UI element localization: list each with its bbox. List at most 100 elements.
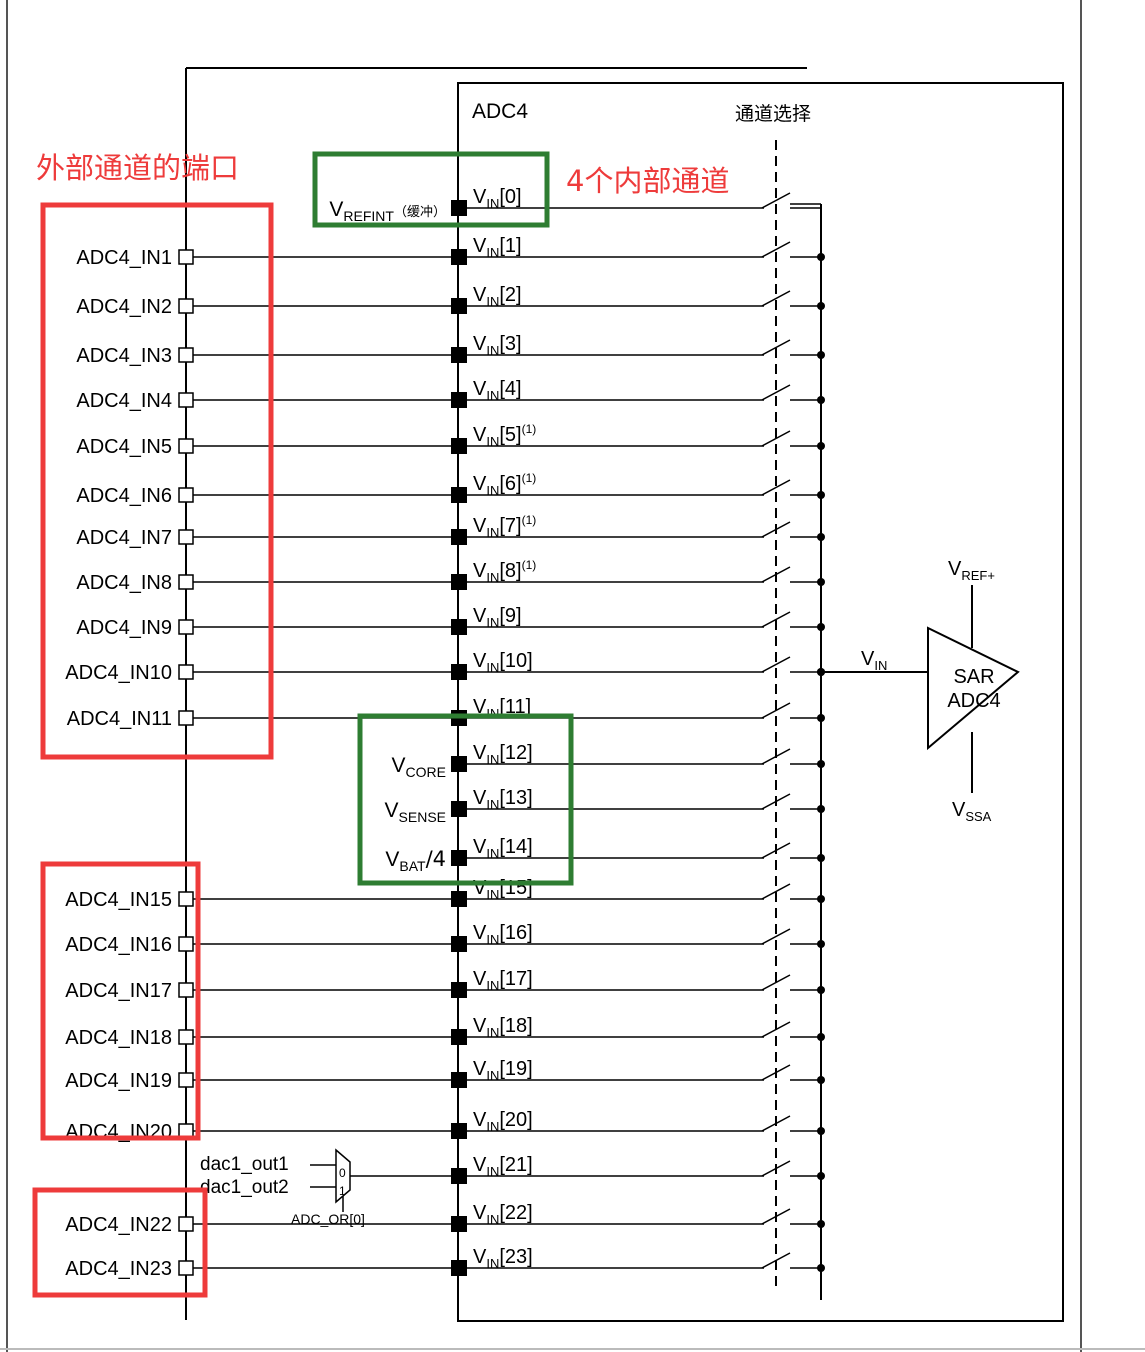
internal-channel-box-core-sense-bat [357, 713, 574, 886]
vin-base: V [473, 1202, 487, 1224]
vin-base: V [473, 284, 487, 306]
vin-index: [13] [499, 787, 532, 809]
pin-square [451, 850, 467, 866]
vin-base: V [473, 968, 487, 990]
vin-channel-label: VIN[22] [473, 1202, 533, 1227]
channel-switch [761, 611, 791, 628]
port-label: ADC4_IN5 [76, 436, 172, 458]
vin-base: V [473, 1246, 487, 1268]
vin-index: [7] [499, 515, 521, 537]
port-label: ADC4_IN16 [65, 934, 172, 956]
vin-sub: IN [486, 615, 499, 630]
vin-sub: IN [486, 1256, 499, 1271]
internal-base: V [329, 198, 343, 221]
internal-source-label: VCORE [392, 754, 446, 780]
port-square [178, 574, 194, 590]
internal-tail: （缓冲） [394, 205, 446, 220]
vin-index: [8] [499, 560, 521, 582]
channel-row-7: VIN[7](1) [451, 513, 825, 545]
vin-base: V [473, 836, 487, 858]
vin-index: [16] [499, 922, 532, 944]
internal-channels-annotation: 4个内部通道 [566, 164, 729, 198]
vin-channel-label: VIN[14] [473, 836, 533, 861]
channel-switch [761, 793, 791, 810]
pin-square [451, 1072, 467, 1088]
internal-channel-box-vrefint [312, 151, 550, 228]
vin-base: V [473, 877, 487, 899]
channel-row-1: VIN[1] [451, 235, 825, 265]
vin-sub: IN [486, 1212, 499, 1227]
channel-switch [761, 241, 791, 258]
port-square [178, 664, 194, 680]
vin-junction [817, 668, 825, 676]
vin-channel-label: VIN[4] [473, 378, 522, 403]
external-ports-annotation: 外部通道的端口 [36, 151, 239, 185]
external-port-23: ADC4_IN23 [65, 1258, 451, 1280]
bus-junction [817, 396, 825, 404]
external-port-5: ADC4_IN5 [76, 436, 451, 458]
channel-switch [761, 974, 791, 991]
sar-line-1: SAR [953, 666, 994, 688]
port-label: ADC4_IN11 [67, 708, 172, 730]
port-square [178, 891, 194, 907]
channel-row-18: VIN[18] [451, 1015, 825, 1045]
sar-adc: VIN SAR ADC4 VREF+ VSSA [817, 558, 1020, 824]
port-label: ADC4_IN7 [76, 527, 172, 549]
vin-channel-label: VIN[7](1) [473, 513, 536, 540]
vin-sub: IN [486, 932, 499, 947]
channel-switch [761, 384, 791, 401]
vin-sub: IN [486, 294, 499, 309]
bus-junction [817, 302, 825, 310]
vin-base: V [473, 333, 487, 355]
vin-base: V [473, 742, 487, 764]
bus-junction [817, 1033, 825, 1041]
channel-switch [761, 430, 791, 447]
channel-switch [761, 1115, 791, 1132]
sar-adc-shape [927, 626, 1020, 751]
vin-channel-label: VIN[18] [473, 1015, 533, 1040]
external-port-15: ADC4_IN15 [65, 889, 451, 911]
channel-row-20: VIN[20] [451, 1109, 825, 1139]
vin-base: V [473, 186, 487, 208]
bus-junction [817, 491, 825, 499]
bus-junction [817, 1076, 825, 1084]
bus-junction [817, 1264, 825, 1272]
vin-sub: IN [486, 752, 499, 767]
vin-index: [14] [499, 836, 532, 858]
external-ports-box-3 [32, 1187, 208, 1298]
pin-square [451, 891, 467, 907]
vin-channel-label: VIN[5](1) [473, 422, 536, 449]
port-square [178, 529, 194, 545]
port-square [178, 438, 194, 454]
port-square [178, 1072, 194, 1088]
channel-row-22: VIN[22] [451, 1202, 825, 1232]
vin-base: V [473, 560, 487, 582]
vin-channel-label: VIN[19] [473, 1058, 533, 1083]
channel-row-14: VIN[14] [451, 836, 825, 866]
vin-sub: IN [486, 1025, 499, 1040]
pin-square [451, 936, 467, 952]
channel-selector-label: 通道选择 [735, 103, 811, 125]
channel-row-16: VIN[16] [451, 922, 825, 952]
vin-base: V [473, 605, 487, 627]
port-label: ADC4_IN6 [76, 485, 172, 507]
vin-index: [2] [499, 284, 521, 306]
vin-index: [4] [499, 378, 521, 400]
port-square [178, 392, 194, 408]
port-square [178, 298, 194, 314]
vin-channel-label: VIN[20] [473, 1109, 533, 1134]
vin-sub: IN [486, 343, 499, 358]
port-square [178, 710, 194, 726]
external-port-9: ADC4_IN9 [76, 617, 451, 639]
internal-sub: SENSE [399, 809, 446, 825]
channel-switch [761, 1252, 791, 1269]
external-port-22: ADC4_IN22 [65, 1214, 451, 1236]
vin-channel-label: VIN[9] [473, 605, 522, 630]
vin-base: V [473, 515, 487, 537]
vin-label: VIN [861, 648, 887, 673]
port-label: ADC4_IN17 [65, 980, 172, 1002]
vin-channel-label: VIN[2] [473, 284, 522, 309]
port-label: ADC4_IN15 [65, 889, 172, 911]
port-label: ADC4_IN18 [65, 1027, 172, 1049]
